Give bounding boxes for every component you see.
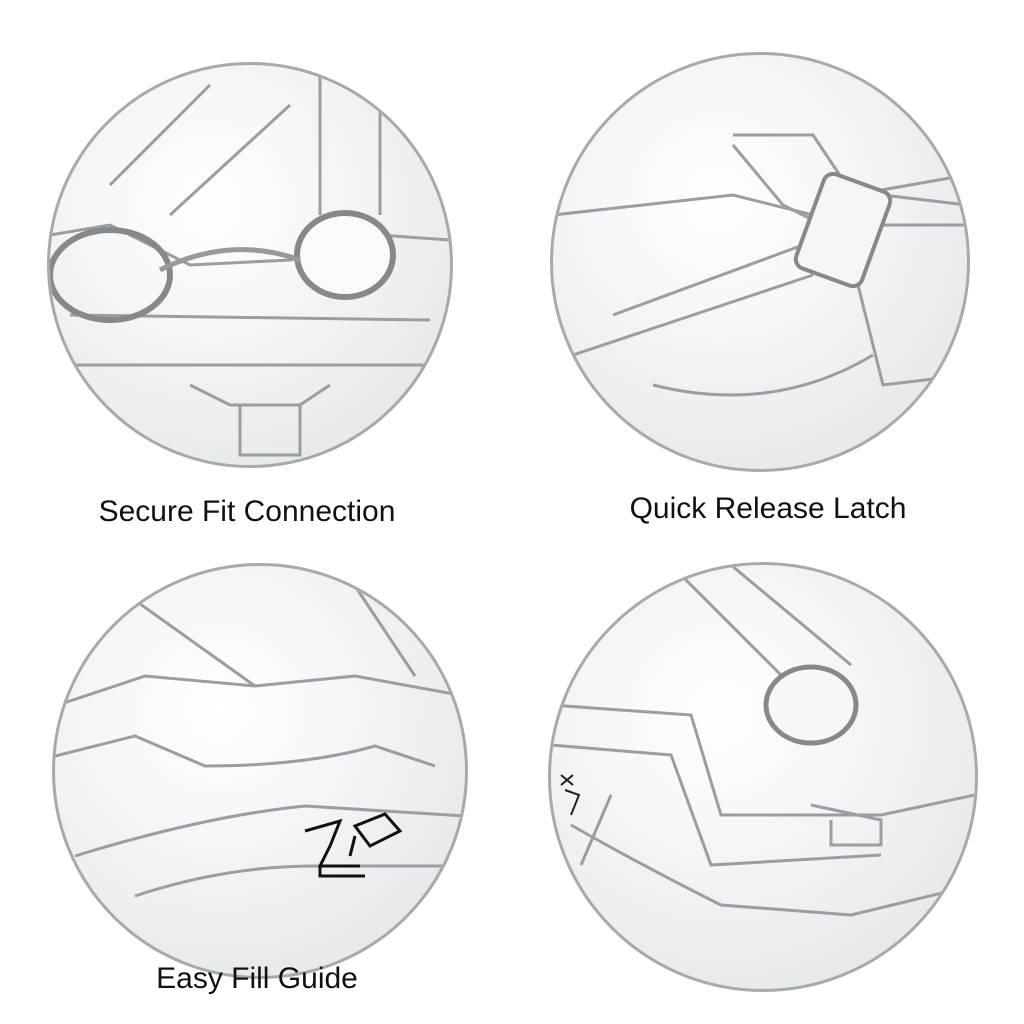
quick-release-latch-illustration <box>553 133 967 397</box>
detail-circle-easy-fill <box>52 563 468 979</box>
detail-circle-water-chamber <box>548 562 978 992</box>
label-easy-fill-guide: Easy Fill Guide <box>156 962 358 995</box>
detail-circle-quick-release <box>550 52 970 472</box>
easy-fill-guide-illustration <box>55 584 465 898</box>
detail-circle-secure-fit <box>47 62 453 468</box>
water-chamber-illustration <box>551 565 975 917</box>
secure-fit-connector-illustration <box>50 65 450 457</box>
warning-icon <box>560 774 581 816</box>
label-quick-release-latch: Quick Release Latch <box>629 492 907 525</box>
label-secure-fit-connection: Secure Fit Connection <box>98 495 396 528</box>
fill-guide-icon <box>304 812 403 878</box>
